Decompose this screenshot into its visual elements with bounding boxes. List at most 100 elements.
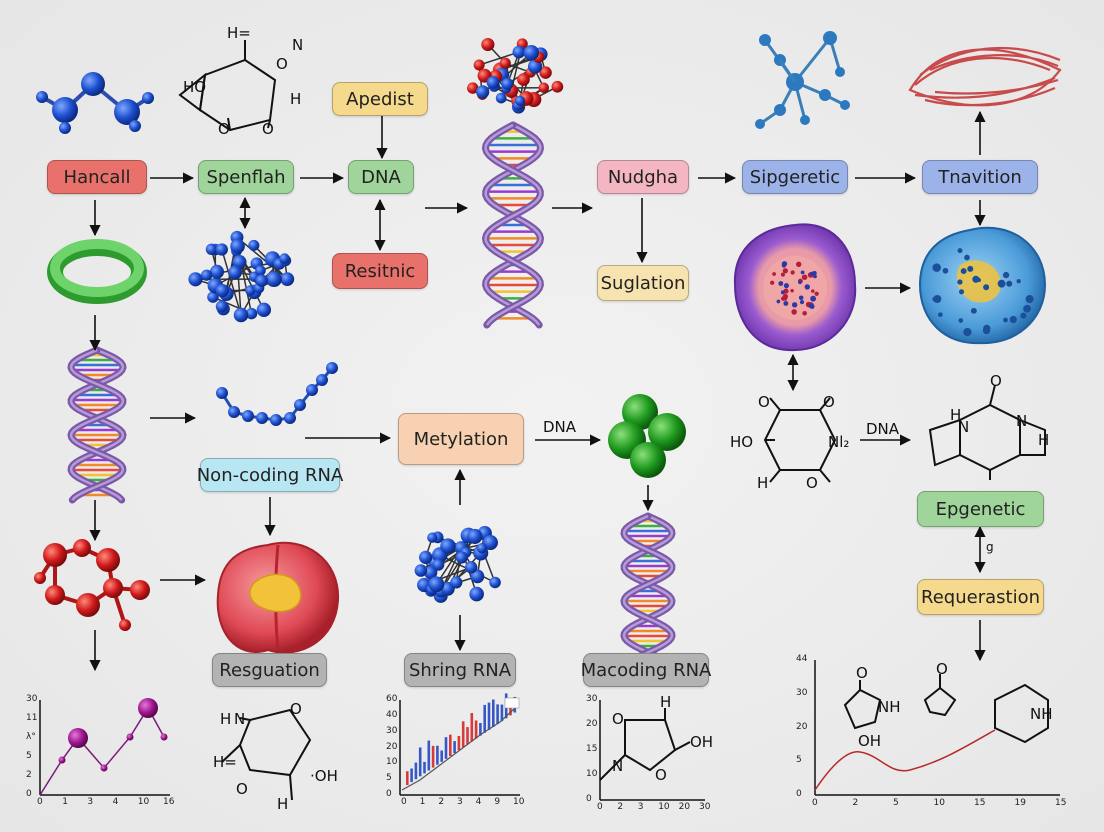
chart3-y-tick: 15: [586, 744, 597, 754]
chart1-y-tick: 11: [26, 713, 37, 723]
node-macoding-rna[interactable]: Macoding RNA: [583, 653, 709, 687]
atom-label: O: [806, 474, 818, 492]
purple-cell-icon: [735, 224, 855, 350]
chart2-y-tick: 0: [386, 789, 392, 799]
chart-1-point: [68, 728, 88, 748]
atom-label: H: [290, 90, 301, 108]
chart3-y-tick: 10: [586, 769, 597, 779]
node-requerastion[interactable]: Requerastion: [917, 579, 1044, 615]
chart1-x-tick: 1: [62, 797, 68, 807]
chart-2-bar: [449, 735, 452, 756]
chart4-x-tick: 15: [974, 798, 985, 808]
node-shring-rna[interactable]: Shring RNA: [404, 653, 516, 687]
chart2-y-tick: 5: [386, 773, 392, 783]
node-travition[interactable]: Tnavition: [922, 160, 1038, 194]
chart1-y-tick: 0: [26, 789, 32, 799]
chart1-x-tick: 16: [163, 797, 174, 807]
chart-2-bar: [419, 747, 422, 776]
edge-label-dna-right: DNA: [866, 420, 899, 438]
node-epgenetic[interactable]: Epgenetic: [917, 491, 1044, 527]
chart2-y-tick: 20: [386, 742, 397, 752]
chart4-x-tick: 19: [1015, 798, 1026, 808]
atom-label: N: [612, 757, 623, 775]
atom-label: O: [218, 120, 230, 138]
green-ring-icon: [55, 244, 139, 296]
chart1-x-tick: 4: [113, 797, 119, 807]
atom-label: Nl₂: [828, 433, 849, 451]
atom-label: OH: [858, 732, 881, 750]
atom-label: N: [958, 418, 969, 436]
node-metylation[interactable]: Metylation: [398, 413, 524, 465]
node-dna-top[interactable]: DNA: [348, 160, 414, 194]
atom-label: NH: [878, 698, 901, 716]
chart-2-bar: [492, 700, 495, 727]
node-sipgeretic[interactable]: Sipgeretic: [742, 160, 848, 194]
blue-cluster-icon-1: [188, 231, 294, 322]
node-suglation[interactable]: Suglation: [597, 265, 689, 301]
chart4-x-tick: 15: [1055, 798, 1066, 808]
chart3-x-tick: 20: [679, 802, 690, 812]
chart2-y-tick: 30: [386, 726, 397, 736]
chart-2-bar: [483, 705, 486, 733]
dna-helix-icon-top: [486, 125, 541, 325]
atom-label: N: [292, 36, 303, 54]
chart3-y-tick: 30: [586, 694, 597, 704]
chart2-x-tick: 2: [438, 797, 444, 807]
chart1-x-tick: 3: [87, 797, 93, 807]
atom-label: O: [856, 664, 868, 682]
chart-2-bar: [432, 746, 435, 768]
edge-label-dna-mid: DNA: [543, 418, 576, 436]
blue-molecule-icon-top-left: [36, 72, 154, 134]
node-resguation[interactable]: Resguation: [212, 653, 327, 687]
chart-2: [400, 693, 520, 795]
node-noncoding-rna[interactable]: Non-coding RNA: [200, 458, 340, 492]
atom-label: O: [612, 710, 624, 728]
chart-4: [815, 660, 1060, 795]
atom-label: H: [757, 474, 768, 492]
chart-2-bar: [488, 703, 491, 730]
atom-label: H=: [227, 24, 251, 42]
chart-2-bar: [428, 741, 431, 771]
node-resitnic[interactable]: Resitnic: [332, 253, 428, 289]
blue-cluster-icon-2: [415, 526, 501, 603]
organ-icon: [218, 543, 338, 653]
chart-2-bar: [453, 741, 456, 753]
atom-label: H=: [213, 753, 237, 771]
molecule-cluster-icon-top: [467, 38, 563, 114]
chart4-y-tick: 0: [796, 789, 802, 799]
chart-2-bar: [406, 771, 409, 785]
chart-2-bar: [458, 736, 461, 750]
chart3-x-tick: 2: [617, 802, 623, 812]
chart4-x-tick: 5: [893, 798, 899, 808]
chart3-x-tick: 3: [638, 802, 644, 812]
atom-label: O: [758, 393, 770, 411]
red-ring-molecule-icon: [34, 539, 150, 631]
blue-branch-molecule-icon: [755, 31, 850, 129]
chart-1-point: [59, 757, 66, 764]
chart-2-bar: [436, 746, 439, 765]
chart-1-point: [127, 734, 134, 741]
dna-helix-icon-left: [71, 350, 123, 500]
chart-1-point: [138, 698, 158, 718]
atom-label: ·OH: [310, 767, 338, 785]
node-spenflah[interactable]: Spenflah: [198, 160, 294, 194]
chart-2-bar: [440, 751, 443, 762]
node-nudgha[interactable]: Nudgha: [597, 160, 689, 194]
chart-1-point: [101, 765, 108, 772]
chart1-x-tick: 0: [37, 797, 43, 807]
node-apedist[interactable]: Apedist: [332, 82, 428, 116]
atom-label: H: [1038, 431, 1049, 449]
chart2-y-tick: 60: [386, 694, 397, 704]
atom-label: O: [276, 55, 288, 73]
green-spheres-icon: [608, 394, 686, 478]
chart1-y-tick: λ°: [26, 732, 36, 742]
chart4-x-tick: 10: [934, 798, 945, 808]
dna-helix-icon-bottom: [624, 516, 672, 666]
node-hancall[interactable]: Hancall: [47, 160, 147, 194]
chart1-y-tick: 5: [26, 751, 32, 761]
protein-fiber-icon: [910, 48, 1060, 105]
atom-label: O: [262, 120, 274, 138]
atom-label: O: [936, 660, 948, 678]
chart1-y-tick: 30: [26, 694, 37, 704]
